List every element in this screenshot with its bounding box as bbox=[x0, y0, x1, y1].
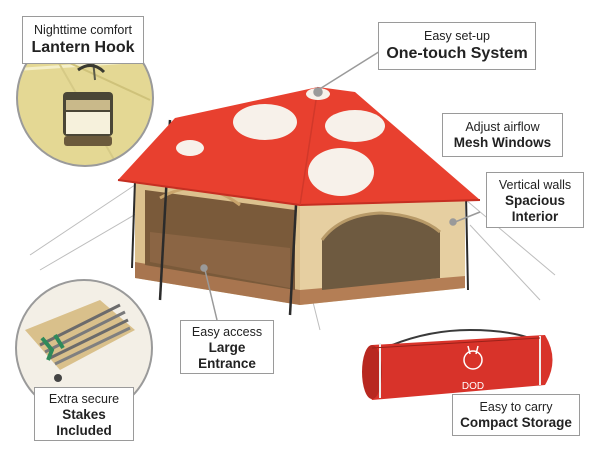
callout-access-sub: Easy access bbox=[191, 325, 263, 339]
callout-one-touch: Easy set-up One-touch System bbox=[378, 22, 536, 70]
callout-connectors bbox=[200, 47, 481, 321]
lantern-inset bbox=[16, 29, 154, 167]
callout-access-main-1: Large bbox=[208, 340, 246, 355]
callout-spacious-interior: Vertical walls Spacious Interior bbox=[486, 172, 584, 228]
callout-lantern-sub: Nighttime comfort bbox=[34, 23, 132, 37]
callout-mesh-windows: Adjust airflow Mesh Windows bbox=[442, 113, 563, 157]
callout-carry-sub: Easy to carry bbox=[479, 400, 553, 414]
callout-walls-main-2: Interior bbox=[511, 209, 559, 224]
tent bbox=[29, 86, 556, 331]
callout-compact-storage: Easy to carry Compact Storage bbox=[452, 394, 580, 436]
callout-stakes-sub: Extra secure bbox=[48, 392, 120, 406]
callout-airflow-main: Mesh Windows bbox=[453, 135, 552, 150]
callout-stakes: Extra secure Stakes Included bbox=[34, 387, 134, 441]
callout-carry-main: Compact Storage bbox=[460, 415, 572, 430]
callout-setup-main: One-touch System bbox=[386, 45, 528, 62]
callout-stakes-main-1: Stakes bbox=[62, 407, 106, 422]
callout-walls-sub: Vertical walls bbox=[498, 178, 572, 192]
callout-stakes-main-2: Included bbox=[56, 423, 112, 438]
callout-walls-main-1: Spacious bbox=[504, 193, 566, 208]
carry-bag: DOD bbox=[362, 328, 553, 400]
callout-airflow-sub: Adjust airflow bbox=[465, 120, 540, 134]
stakes-inset bbox=[15, 279, 153, 417]
callout-access-main-2: Entrance bbox=[198, 356, 256, 371]
callout-setup-sub: Easy set-up bbox=[423, 29, 490, 43]
callout-lantern-main: Lantern Hook bbox=[31, 39, 135, 56]
callout-large-entrance: Easy access Large Entrance bbox=[180, 320, 274, 374]
callout-lantern-hook: Nighttime comfort Lantern Hook bbox=[22, 16, 144, 64]
bag-logo: DOD bbox=[462, 381, 484, 392]
